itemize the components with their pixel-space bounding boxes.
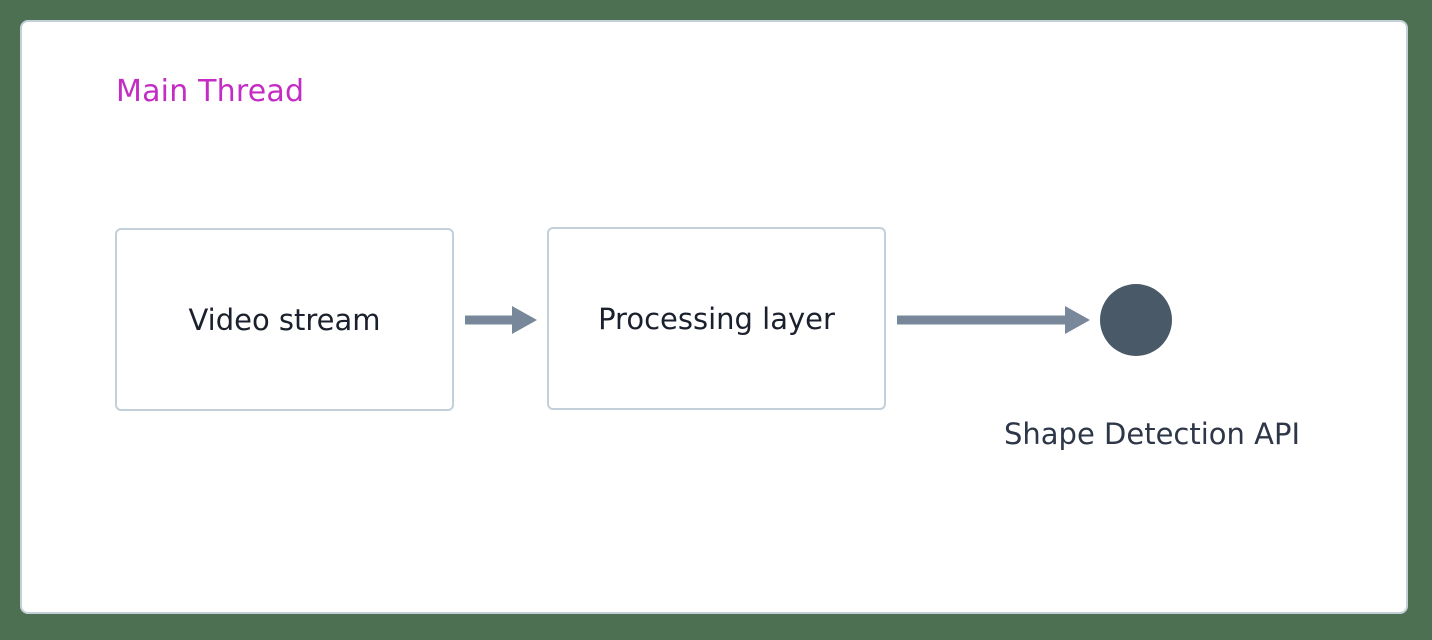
node-video-stream[interactable]: Video stream — [115, 228, 454, 411]
node-processing-layer[interactable]: Processing layer — [547, 227, 886, 410]
node-processing-layer-label: Processing layer — [598, 301, 835, 336]
node-video-stream-label: Video stream — [188, 302, 381, 337]
node-shape-detection-api-label: Shape Detection API — [1004, 417, 1301, 451]
main-thread-title: Main Thread — [116, 74, 305, 109]
node-shape-detection-api-circle[interactable] — [1100, 284, 1172, 356]
